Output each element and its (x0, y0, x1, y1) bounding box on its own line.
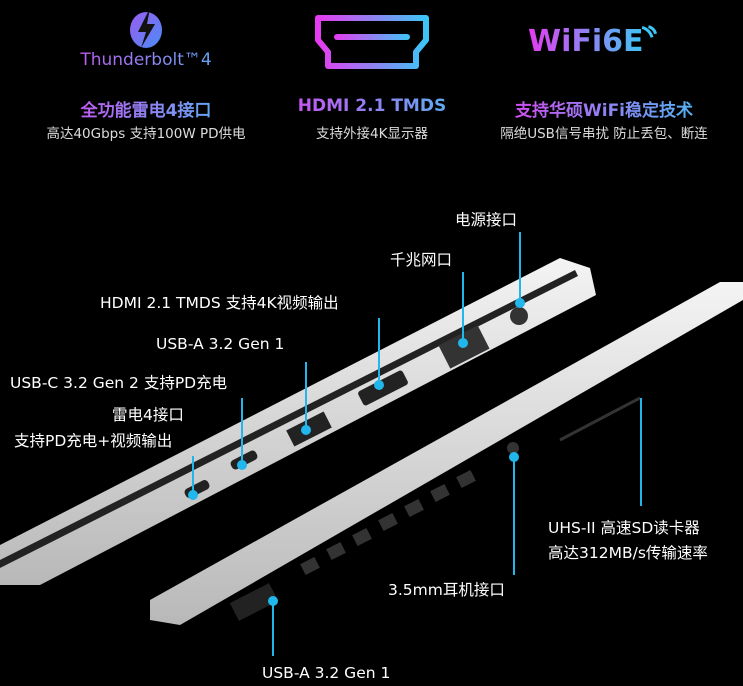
laptop-right-side (150, 282, 743, 625)
callout-dot (188, 490, 198, 500)
label-hdmi-port: HDMI 2.1 TMDS 支持4K视频输出 (100, 294, 339, 312)
callout-line-usb-a-right (272, 600, 274, 656)
label-sd-speed: 高达312MB/s传输速率 (548, 544, 708, 562)
vent-grille (300, 470, 476, 575)
thunderbolt-icon (130, 8, 162, 48)
label-audio-jack: 3.5mm耳机接口 (388, 581, 505, 599)
callout-line-power (519, 232, 521, 304)
label-ethernet-port: 千兆网口 (390, 251, 453, 269)
feature-subtitle: 高达40Gbps 支持100W PD供电 (46, 126, 246, 142)
callout-dot (237, 460, 247, 470)
laptop-lid-gap (0, 270, 578, 568)
callout-line-audio (513, 455, 515, 575)
wifi-icon (641, 25, 658, 38)
audio-jack (507, 442, 519, 454)
callout-line-thunderbolt (192, 456, 194, 496)
callout-line-hdmi (378, 318, 380, 384)
callout-line-usb-c (241, 398, 243, 466)
label-thunderbolt-desc: 支持PD充电+视频输出 (14, 432, 173, 450)
label-sd-reader: UHS-II 高速SD读卡器 (548, 519, 700, 537)
usb-a-port-right (229, 583, 279, 621)
callout-dot (301, 425, 311, 435)
callout-dot (458, 338, 468, 348)
label-usb-a-right: USB-A 3.2 Gen 1 (262, 664, 391, 682)
callout-dot (515, 298, 525, 308)
wifi-logo-text: WiFi6E (528, 24, 644, 59)
callout-dot (374, 380, 384, 390)
callout-dot (268, 596, 278, 606)
callout-dot (509, 452, 519, 462)
label-power-port: 电源接口 (455, 211, 518, 229)
callout-line-ethernet (462, 272, 464, 342)
feature-subtitle: 支持外接4K显示器 (316, 126, 428, 142)
label-usb-a-port: USB-A 3.2 Gen 1 (156, 335, 285, 353)
feature-subtitle: 隔绝USB信号串扰 防止丢包、断连 (500, 126, 708, 142)
feature-title: HDMI 2.1 TMDS (248, 96, 496, 116)
callout-line-sd (640, 398, 642, 506)
thunderbolt-logo-text: Thunderbolt™4 (22, 50, 270, 70)
feature-title: 全功能雷电4接口 (22, 96, 270, 121)
power-port (510, 307, 528, 325)
hdmi-port-icon (315, 15, 429, 69)
callout-line-usb-a (305, 362, 307, 430)
feature-title: 支持华硕WiFi稳定技术 (480, 96, 728, 121)
label-thunderbolt-port: 雷电4接口 (112, 406, 184, 424)
sd-card-slot (559, 396, 641, 442)
label-usb-c-port: USB-C 3.2 Gen 2 支持PD充电 (10, 374, 228, 392)
